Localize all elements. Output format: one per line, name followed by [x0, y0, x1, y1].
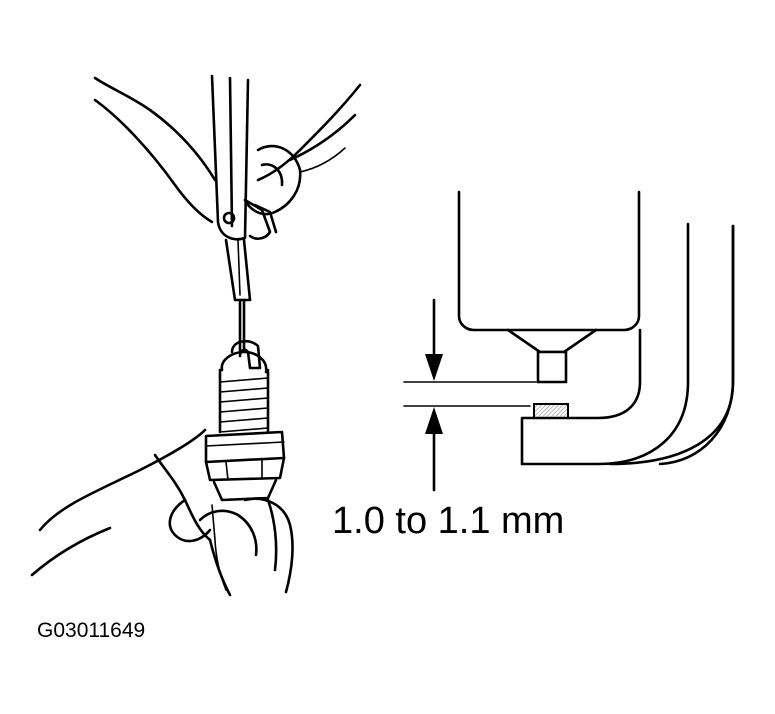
figure-code: G03011649: [37, 619, 146, 642]
gap-measurement-label: 1.0 to 1.1 mm: [332, 500, 565, 542]
upper-hand-icon: [93, 76, 362, 224]
lower-hand-icon: [30, 428, 294, 597]
gap-dimension-lines: [403, 298, 537, 492]
feeler-gauge-icon: [210, 74, 278, 352]
ground-electrode: [520, 222, 735, 466]
center-electrode-housing: [457, 190, 641, 384]
arrow-up-icon: [425, 407, 443, 434]
spark-plug-icon: [204, 339, 286, 502]
arrow-down-icon: [425, 354, 443, 381]
